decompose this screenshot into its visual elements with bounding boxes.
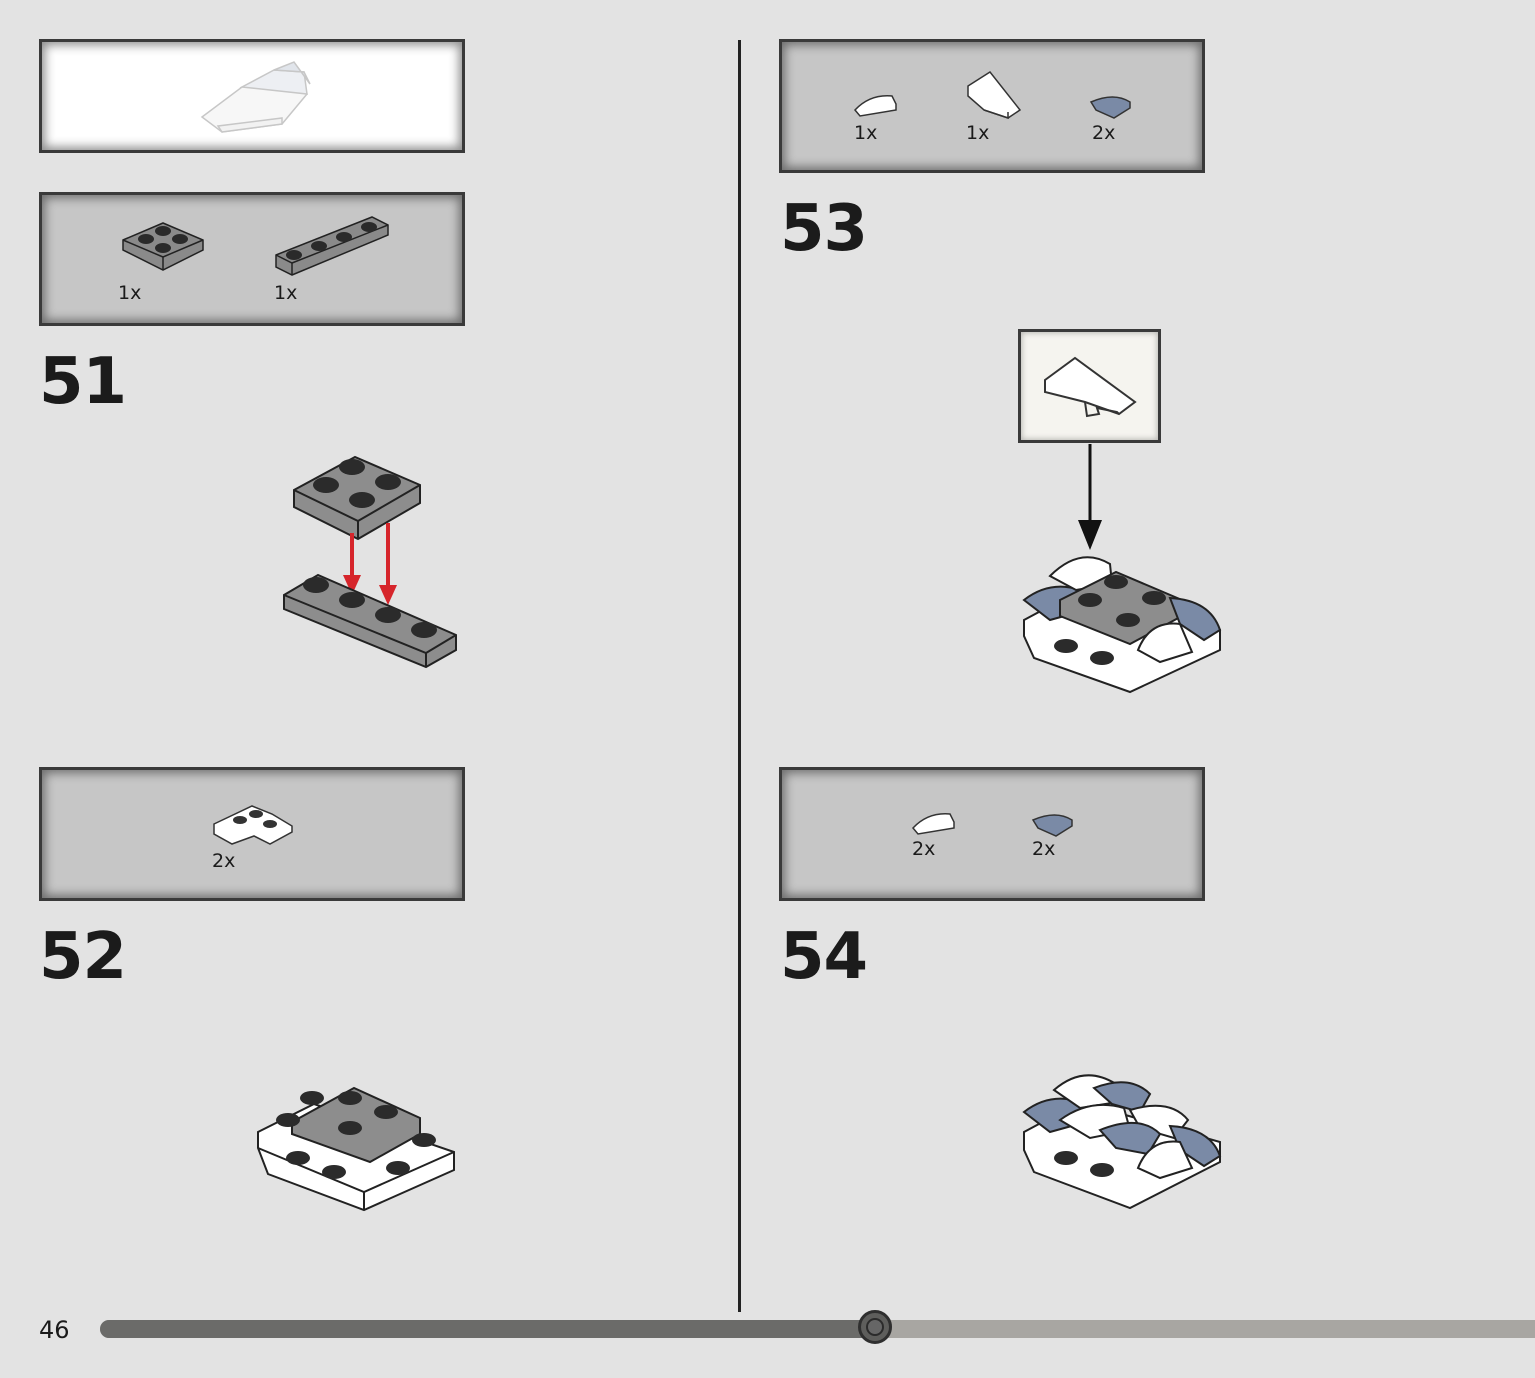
step-54-parts-list: 2x 2x xyxy=(779,767,1205,901)
plate-2x2-icon xyxy=(122,222,204,271)
quarter-tile-white-icon xyxy=(911,813,955,835)
step-52-parts-list: 2x xyxy=(39,767,465,901)
progress-bar[interactable] xyxy=(100,1310,1535,1344)
black-arrow-icon xyxy=(1078,444,1102,550)
part-quantity: 2x xyxy=(1032,838,1056,860)
wedge-callout xyxy=(1018,329,1161,443)
wedge-white-icon xyxy=(967,71,1022,120)
step-number: 52 xyxy=(39,920,127,994)
step-51-illustration xyxy=(283,455,457,669)
step-number: 53 xyxy=(780,192,868,266)
step-51-parts-list: 1x 1x xyxy=(39,192,465,326)
step-number: 51 xyxy=(39,345,127,419)
plate-1x4-icon xyxy=(275,216,389,276)
step-54-illustration xyxy=(1022,1074,1222,1210)
step-53-illustration xyxy=(1022,444,1222,694)
step-53-parts-list: 1x 1x 2x xyxy=(779,39,1205,173)
step-52-illustration xyxy=(257,1086,455,1212)
progress-fill xyxy=(100,1320,875,1338)
quarter-tile-blue-icon xyxy=(1031,814,1073,837)
part-quantity: 2x xyxy=(912,838,936,860)
part-quantity: 1x xyxy=(966,122,990,144)
part-quantity: 1x xyxy=(274,282,298,304)
column-divider xyxy=(738,40,741,1312)
red-arrow-icon xyxy=(343,523,397,605)
wedge-white-icon xyxy=(1044,356,1137,418)
subassembly-callout xyxy=(39,39,465,153)
step-number: 54 xyxy=(780,920,868,994)
part-quantity: 1x xyxy=(854,122,878,144)
quarter-tile-blue-icon xyxy=(1089,96,1131,119)
page-number: 46 xyxy=(39,1316,70,1344)
part-quantity: 2x xyxy=(212,850,236,872)
part-quantity: 2x xyxy=(1092,122,1116,144)
part-quantity: 1x xyxy=(118,282,142,304)
progress-handle[interactable] xyxy=(857,1310,892,1344)
wedge-assembly-preview xyxy=(200,61,311,133)
quarter-tile-white-icon xyxy=(853,95,897,117)
plate-corner-icon xyxy=(213,805,293,845)
